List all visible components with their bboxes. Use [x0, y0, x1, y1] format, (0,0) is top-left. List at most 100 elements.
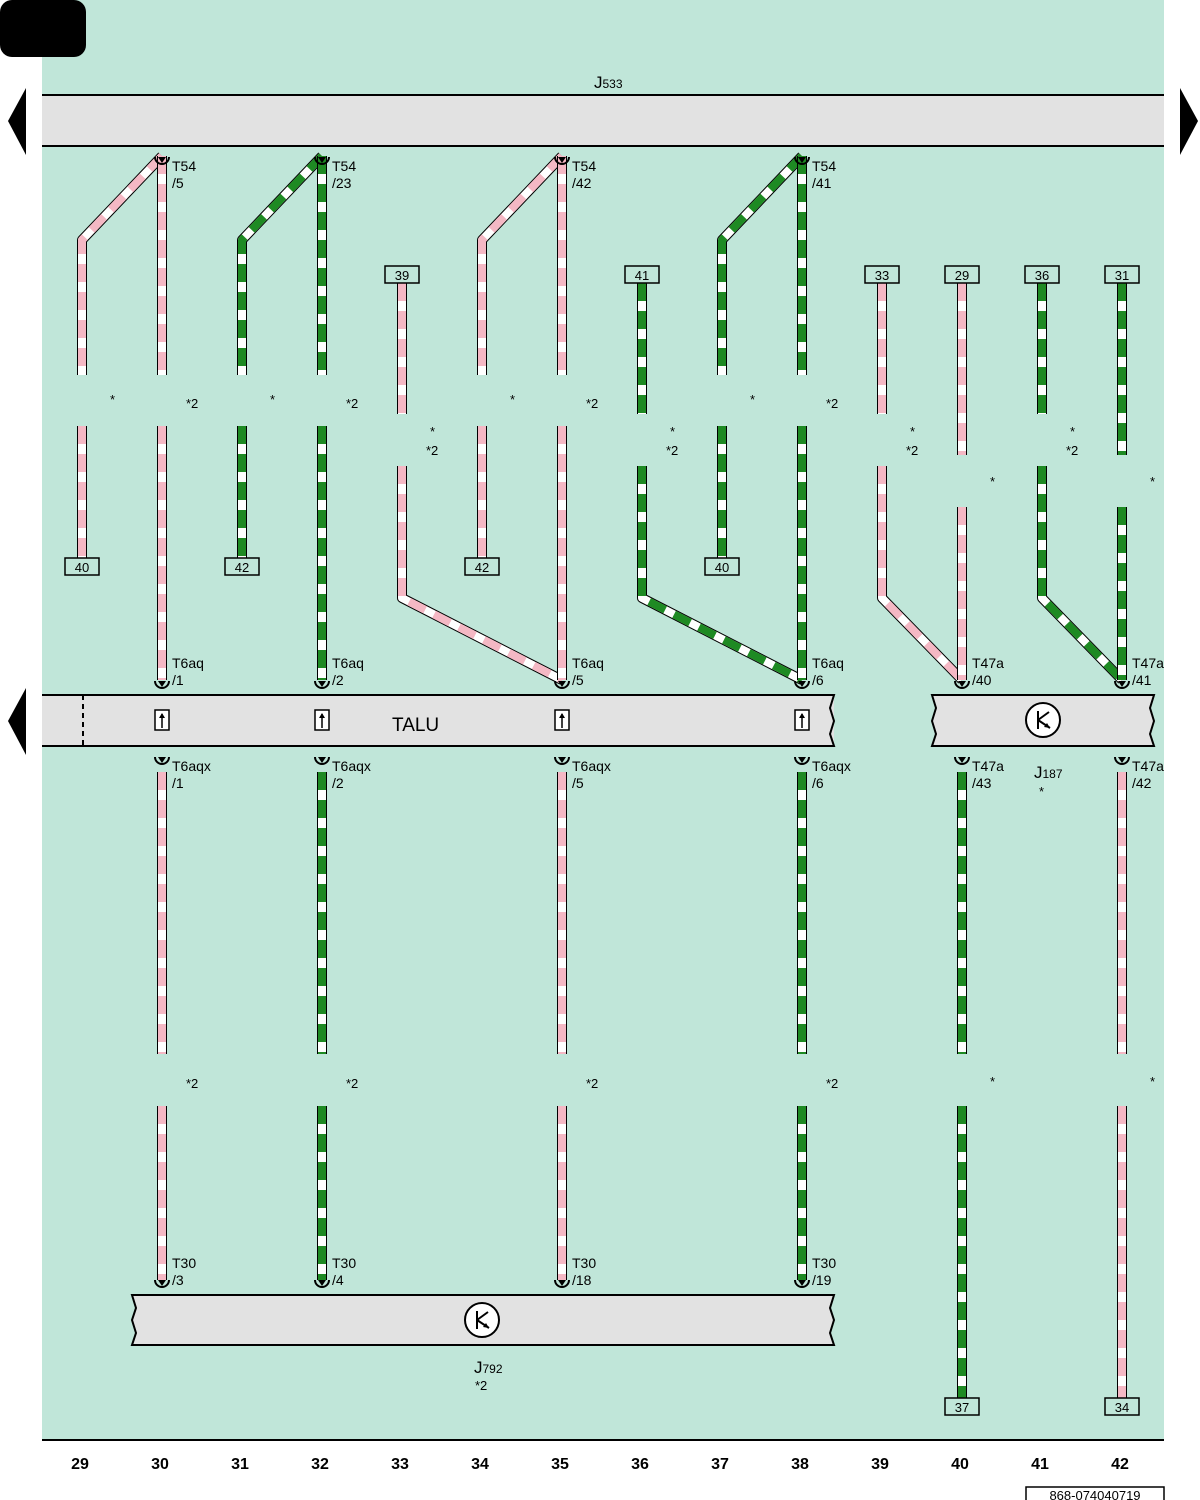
ref-box[interactable] — [864, 265, 900, 284]
note-star2: *2 — [906, 443, 918, 458]
j792-note: *2 — [475, 1378, 487, 1393]
connector-label: T30/19 — [812, 1255, 836, 1288]
doc-code-box — [1025, 1486, 1165, 1500]
ref-box[interactable] — [704, 557, 740, 576]
column-number: 34 — [471, 1456, 489, 1473]
connector-label: T47a/43 — [972, 758, 1004, 791]
note-star: * — [990, 1074, 995, 1089]
column-number: 29 — [71, 1456, 89, 1473]
note-star2: *2 — [346, 396, 358, 411]
column-number: 31 — [231, 1456, 249, 1473]
ref-box-label: 41 — [635, 268, 649, 283]
ref-box[interactable] — [224, 557, 260, 576]
note-star: * — [430, 424, 435, 439]
connector-pin-icon — [794, 709, 810, 731]
ref-box-label: 40 — [75, 560, 89, 575]
ref-box-label: 39 — [395, 268, 409, 283]
connector-label: T6aq/2 — [332, 655, 364, 688]
note-star: * — [1150, 1074, 1155, 1089]
connector-label: T54/42 — [572, 158, 596, 191]
j187-note: * — [1039, 784, 1044, 799]
wire-pink — [78, 153, 165, 375]
connector-pin-icon — [314, 709, 330, 731]
connector-label: T47a/41 — [1132, 655, 1164, 688]
connector-label: T6aqx/1 — [172, 758, 211, 791]
wire-green — [1038, 466, 1125, 683]
connector-label: T6aqx/6 — [812, 758, 851, 791]
wire-pink — [478, 153, 565, 375]
connector-label: T30/4 — [332, 1255, 356, 1288]
ref-box-label: 40 — [715, 560, 729, 575]
note-star: * — [990, 474, 995, 489]
ref-box-label: 31 — [1115, 268, 1129, 283]
note-star2: *2 — [186, 396, 198, 411]
column-number: 32 — [311, 1456, 329, 1473]
connector-pin-icon — [554, 709, 570, 731]
ref-box[interactable] — [64, 557, 100, 576]
note-star: * — [1070, 424, 1075, 439]
wires — [77, 152, 1127, 1398]
j187-label: J187 — [1034, 763, 1063, 782]
arrow-left-icon[interactable] — [8, 88, 26, 155]
column-number: 39 — [871, 1456, 889, 1473]
column-number: 30 — [151, 1456, 169, 1473]
note-star: * — [750, 392, 755, 407]
ref-box[interactable] — [944, 265, 980, 284]
control-unit-symbol-icon — [1025, 702, 1061, 738]
note-star: * — [670, 424, 675, 439]
connector-label: T54/5 — [172, 158, 196, 191]
ref-box[interactable] — [384, 265, 420, 284]
ref-box-label: 34 — [1115, 1400, 1129, 1415]
ref-box-label: 29 — [955, 268, 969, 283]
connector-label: T54/41 — [812, 158, 836, 191]
wire-green — [238, 153, 325, 375]
arrow-right-icon[interactable] — [1180, 88, 1198, 155]
note-star2: *2 — [346, 1076, 358, 1091]
ref-box[interactable] — [1024, 265, 1060, 284]
connector-label: T6aqx/5 — [572, 758, 611, 791]
header-badge — [0, 0, 86, 57]
ref-box[interactable] — [1104, 265, 1140, 284]
column-number: 38 — [791, 1456, 809, 1473]
note-star2: *2 — [426, 443, 438, 458]
column-number: 41 — [1031, 1456, 1049, 1473]
ref-box-label: 42 — [475, 560, 489, 575]
note-star2: *2 — [666, 443, 678, 458]
talu-module[interactable] — [42, 695, 834, 746]
arrow-left-icon[interactable] — [8, 688, 26, 755]
connector-label: T6aq/6 — [812, 655, 844, 688]
connector-label: T6aq/5 — [572, 655, 604, 688]
ref-box[interactable] — [1104, 1397, 1140, 1416]
column-number: 33 — [391, 1456, 409, 1473]
note-star2: *2 — [586, 1076, 598, 1091]
connector-label: T30/18 — [572, 1255, 596, 1288]
wire-pink — [878, 466, 965, 683]
talu-outline — [42, 694, 836, 747]
column-number: 35 — [551, 1456, 569, 1473]
note-star2: *2 — [1066, 443, 1078, 458]
connector-label: T30/3 — [172, 1255, 196, 1288]
column-number: 37 — [711, 1456, 729, 1473]
ref-box-label: 36 — [1035, 268, 1049, 283]
ref-box-label: 33 — [875, 268, 889, 283]
control-unit-symbol-icon — [464, 1302, 500, 1338]
note-star2: *2 — [186, 1076, 198, 1091]
note-star: * — [270, 392, 275, 407]
note-star: * — [510, 392, 515, 407]
ref-box[interactable] — [464, 557, 500, 576]
j792-label: J792 — [474, 1358, 503, 1377]
column-number: 42 — [1111, 1456, 1129, 1473]
connector-label: T47a/42 — [1132, 758, 1164, 791]
wire-green — [718, 153, 805, 375]
talu-label: TALU — [392, 715, 439, 736]
wire-green — [638, 466, 804, 684]
connector-pin-icon — [154, 709, 170, 731]
connector-label: T6aq/1 — [172, 655, 204, 688]
note-star: * — [910, 424, 915, 439]
ref-box[interactable] — [944, 1397, 980, 1416]
column-number: 36 — [631, 1456, 649, 1473]
ref-box[interactable] — [624, 265, 660, 284]
j533-module[interactable] — [42, 95, 1164, 146]
ref-box-label: 42 — [235, 560, 249, 575]
